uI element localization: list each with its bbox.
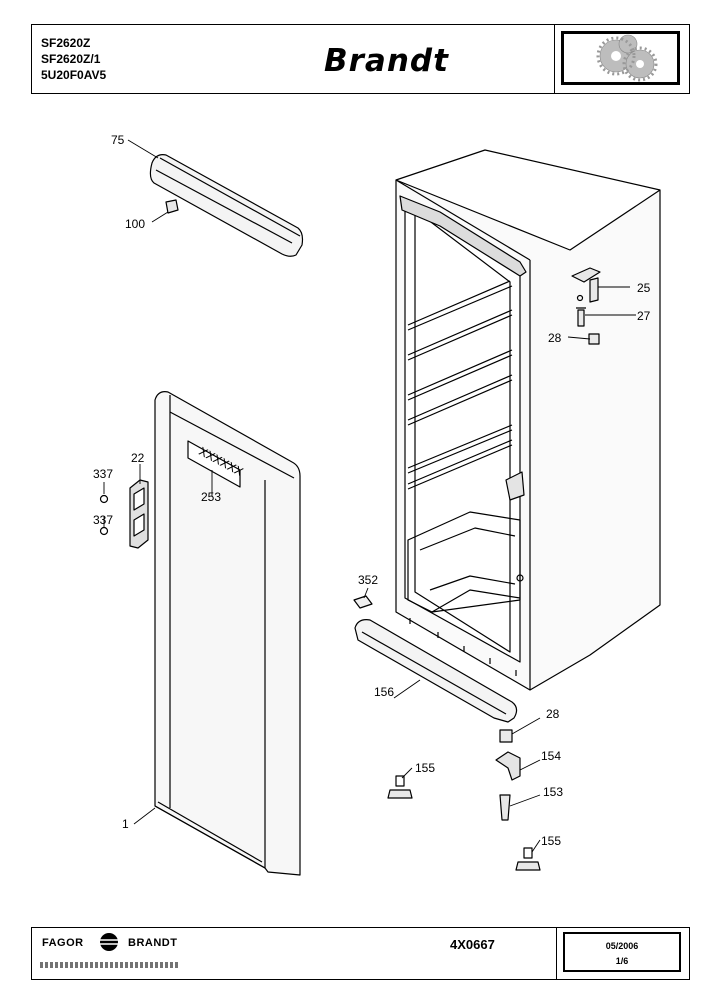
part-label: 155 (541, 834, 561, 848)
adjustable-foot (515, 847, 541, 871)
decorative-strip (40, 962, 180, 968)
company-name: FAGOR (42, 937, 84, 949)
model-number: SF2620Z (41, 36, 91, 50)
model-number: SF2620Z/1 (41, 52, 101, 66)
part-label: 27 (637, 309, 651, 323)
part-label: 153 (543, 785, 563, 799)
brand-logo: Brandt (324, 43, 449, 79)
door-panel (154, 391, 301, 876)
seal-patch (353, 595, 373, 609)
footer-block: FAGOR BRANDT 4X0667 05/2006 1/6 (31, 927, 690, 980)
adjustable-foot (387, 775, 413, 799)
part-label: 22 (131, 451, 145, 465)
hinge-screw (576, 307, 586, 327)
model-number: 5U20F0AV5 (41, 68, 107, 82)
date-inner: 05/2006 1/6 (563, 932, 681, 972)
part-label: 100 (125, 217, 145, 231)
logo-box (554, 25, 690, 93)
document-date: 05/2006 (605, 941, 639, 951)
part-label: 75 (111, 133, 125, 147)
part-label: 1 (122, 817, 129, 831)
bottom-bushing (499, 729, 513, 743)
hinge-bracket (571, 267, 601, 303)
part-label: 155 (415, 761, 435, 775)
page-number: 1/6 (615, 956, 629, 966)
part-label: 337 (93, 513, 113, 527)
plinth-cover (354, 619, 518, 723)
part-label: 28 (548, 331, 562, 345)
door-handle (129, 479, 149, 549)
date-box: 05/2006 1/6 (556, 928, 691, 979)
document-code: 4X0667 (450, 937, 495, 952)
part-label: 156 (374, 685, 394, 699)
fagor-brandt-logo-icon (94, 932, 124, 957)
hinge-bushing (588, 333, 600, 345)
part-label: 154 (541, 749, 561, 763)
part-label: 253 (201, 490, 221, 504)
clip-part (165, 199, 179, 214)
screw-part (99, 494, 109, 504)
bottom-bracket (495, 751, 521, 781)
hinge-pin (499, 794, 511, 821)
part-label: 337 (93, 467, 113, 481)
part-label: 28 (546, 707, 560, 721)
cabinet-body (395, 149, 661, 691)
gears-icon (561, 31, 680, 85)
model-list: SF2620Z SF2620Z/1 5U20F0AV5 (41, 35, 106, 83)
part-label: 25 (637, 281, 651, 295)
company-name: BRANDT (128, 937, 178, 949)
screw-part (99, 526, 109, 536)
top-hinge-cover (149, 154, 304, 257)
part-label: 352 (358, 573, 378, 587)
title-block: SF2620Z SF2620Z/1 5U20F0AV5 Brandt (31, 24, 690, 94)
